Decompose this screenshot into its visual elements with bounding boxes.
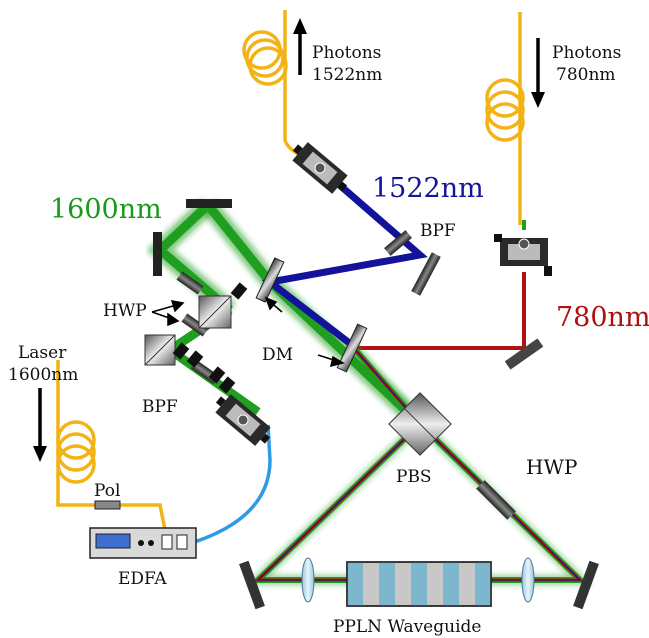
hwp-left-lower (181, 313, 209, 337)
hwp-right (476, 480, 516, 520)
combined-beam-loop (245, 342, 593, 585)
label-hwp-left: HWP (103, 301, 147, 321)
pbs-cube-left (198, 295, 232, 329)
label-photons-1522-line2: 1522nm (312, 65, 382, 85)
dichroic-mirror-upper (255, 257, 285, 303)
label-laser-line2: 1600nm (8, 365, 78, 385)
mirror-red (504, 338, 544, 370)
lens-right (521, 557, 535, 603)
label-photons-780-line2: 780nm (556, 65, 616, 85)
mirror-top (186, 199, 232, 208)
fiber-1522-output (242, 10, 301, 157)
label-pol: Pol (94, 481, 120, 501)
mirror-blue-right (411, 252, 441, 296)
arrow-photons-1522-up (293, 18, 307, 75)
coupler-1522 (292, 142, 348, 194)
label-photons-1522-line1: Photons (312, 43, 381, 63)
lens-left (301, 557, 315, 603)
label-ppln-waveguide: PPLN Waveguide (333, 617, 481, 637)
label-hwp-right: HWP (526, 455, 577, 479)
blue-beam-path (261, 165, 428, 348)
label-wavelength-1522: 1522nm (372, 173, 484, 204)
arrow-photons-780-down (531, 38, 545, 108)
label-bpf-lower: BPF (142, 397, 178, 417)
hwp-left-upper (176, 271, 204, 295)
dichroic-mirror-lower (336, 323, 368, 373)
label-pbs: PBS (396, 467, 432, 487)
label-wavelength-1600: 1600nm (50, 194, 162, 225)
coupler-780 (494, 220, 552, 276)
label-photons-780-line1: Photons (552, 43, 621, 63)
green-beam-components (172, 282, 248, 394)
label-bpf-upper: BPF (420, 221, 456, 241)
label-dm: DM (262, 345, 293, 365)
mirror-bottom-left (239, 560, 265, 610)
mirror-left (153, 232, 162, 276)
bpf-blue (384, 230, 412, 256)
coupler-1600 (215, 394, 271, 446)
polarizer (94, 500, 121, 510)
pbs-cube-main (388, 392, 452, 456)
arrow-laser-down (33, 388, 47, 462)
fiber-780-output (485, 12, 525, 225)
red-beam-path (352, 272, 526, 350)
fiber-laser-input (56, 360, 167, 531)
ppln-waveguide (346, 561, 492, 607)
label-pointers (151, 296, 345, 368)
mirror-bottom-right (573, 560, 599, 610)
label-laser-line1: Laser (18, 343, 67, 363)
label-edfa: EDFA (118, 569, 167, 589)
pbs-cube-left-lower (144, 334, 176, 366)
edfa-unit (89, 527, 197, 559)
label-wavelength-780: 780nm (556, 302, 649, 333)
fiber-edfa-output (184, 424, 272, 547)
